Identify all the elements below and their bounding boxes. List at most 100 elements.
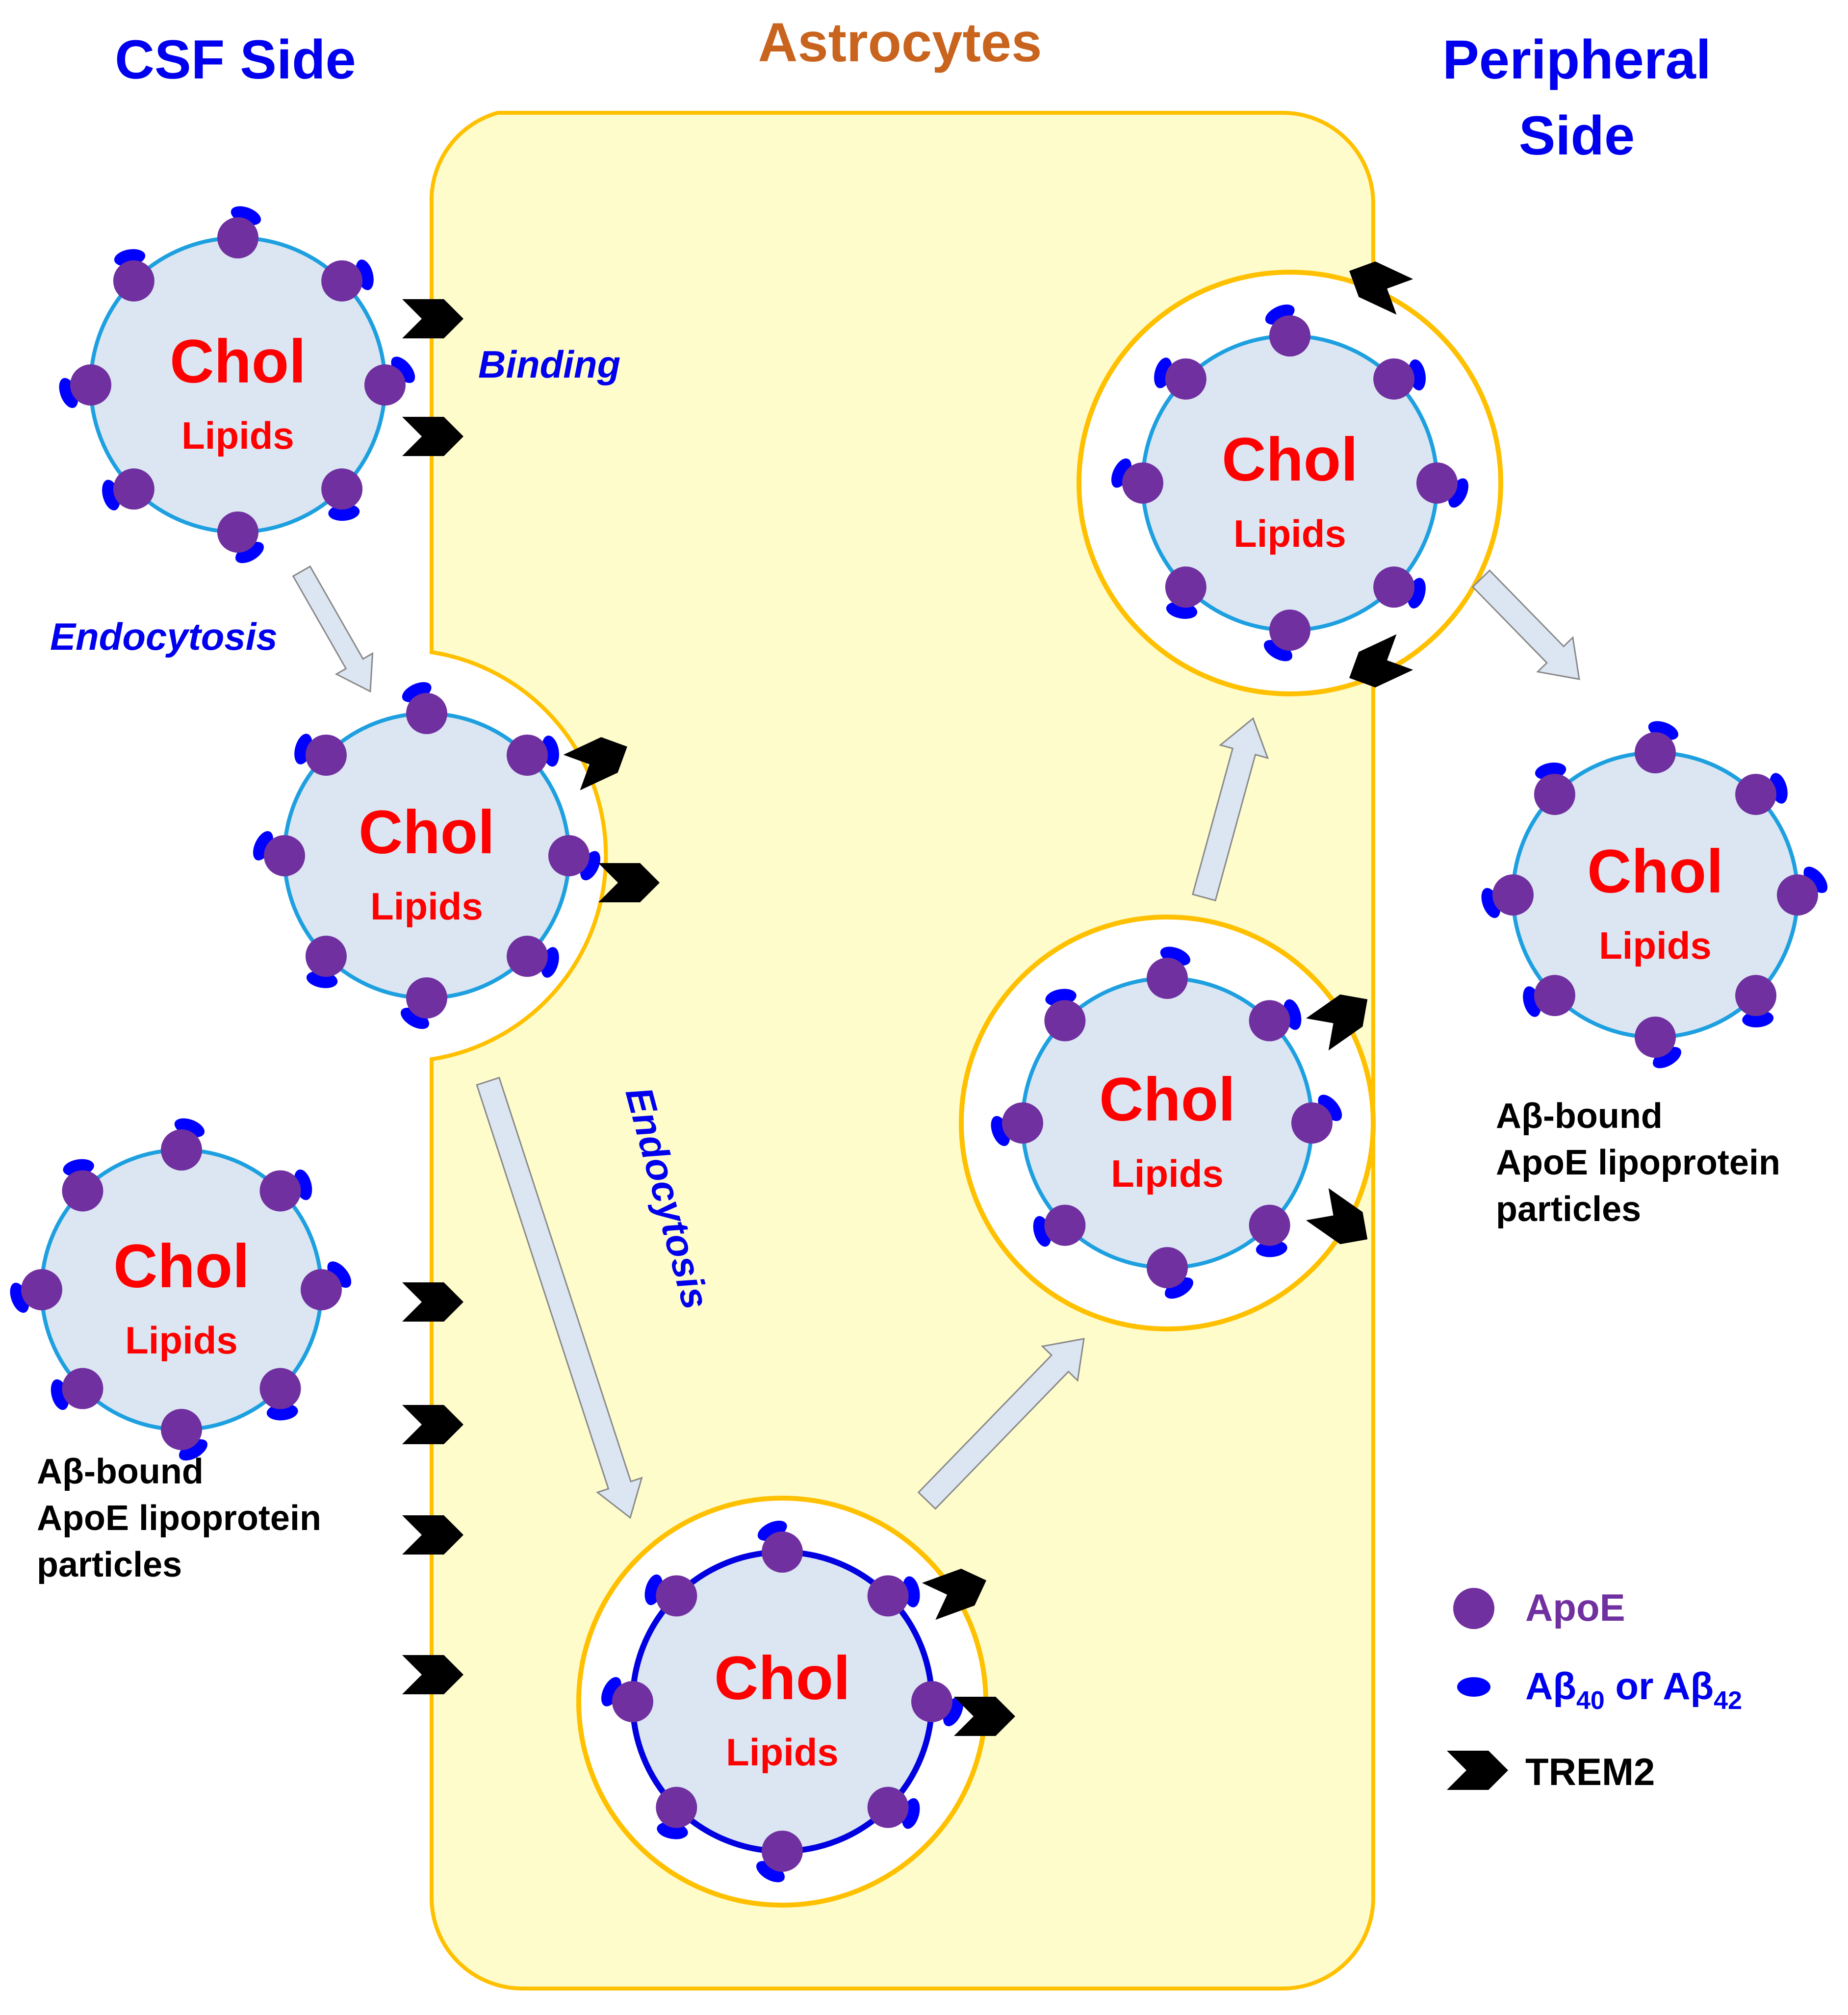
peripheral-side-header-line2: Side [1519, 105, 1635, 166]
apoe-dot-icon [62, 1368, 103, 1409]
lipids-label: Lipids [1599, 924, 1712, 967]
trem2-chevron-icon [402, 1282, 463, 1322]
apoe-dot-icon [548, 835, 590, 876]
svg-text:particles: particles [37, 1545, 182, 1584]
caption-right: Aβ-bound ApoE lipoprotein particles [1496, 1097, 1780, 1229]
arrow-recycling-to-exocytosis [1192, 717, 1269, 902]
process-arrows [292, 565, 1580, 1519]
lipids-label: Lipids [370, 885, 483, 928]
apoe-dot-icon [1269, 315, 1310, 357]
trem2-chevron-icon [1349, 261, 1413, 315]
apoe-dot-icon [867, 1786, 909, 1828]
svg-text:ApoE lipoprotein: ApoE lipoprotein [37, 1499, 321, 1538]
svg-text:Aβ-bound: Aβ-bound [37, 1452, 204, 1491]
abeta-oval-icon [1653, 1046, 1681, 1069]
chol-label: Chol [1587, 838, 1723, 906]
apoe-dot-icon [1147, 1247, 1188, 1288]
apoe-dot-icon [62, 1170, 103, 1212]
apoe-dot-icon [1165, 358, 1206, 400]
trem2-chevron-icon [922, 1568, 987, 1620]
apoe-dot-icon [305, 734, 347, 776]
apoe-dot-icon [301, 1269, 342, 1310]
apoe-dot-icon [406, 977, 447, 1019]
apoe-dot-icon [1147, 958, 1188, 999]
apoe-dot-icon [1165, 566, 1206, 608]
abeta-oval-icon [756, 1861, 785, 1883]
apoe-dot-icon [264, 835, 305, 876]
trem2-group [402, 261, 1413, 1736]
trem2-chevron-icon [1447, 1751, 1508, 1790]
apoe-dot-icon [364, 364, 406, 406]
apoe-dot-icon [1249, 1204, 1290, 1246]
lipids-label: Lipids [1233, 512, 1346, 555]
apoe-dot-icon [1373, 358, 1415, 400]
apoe-dot-icon [507, 936, 548, 977]
apoe-dot-icon [1044, 1204, 1086, 1246]
abeta-oval-icon [1803, 867, 1828, 893]
chol-label: Chol [113, 1232, 250, 1301]
apoe-dot-icon [1635, 1017, 1676, 1058]
apoe-dot-icon [305, 936, 347, 977]
trem2-chevron-icon [402, 1405, 463, 1444]
vesicle-budding-membrane [431, 650, 608, 1061]
apoe-dot-icon [612, 1681, 653, 1722]
legend-abeta-label: Aβ40 or Aβ42 [1525, 1664, 1742, 1715]
abeta-oval-icon [401, 1007, 429, 1029]
apoe-dot-icon [1373, 566, 1415, 608]
trem2-chevron-icon [402, 1515, 463, 1555]
apoe-dot-icon [113, 468, 154, 510]
apoe-dot-icon [1269, 610, 1310, 651]
apoe-dot-icon [656, 1786, 697, 1828]
apoe-dot-icon [1635, 732, 1676, 773]
trem2-chevron-icon [402, 417, 463, 456]
apoe-dot-icon [321, 468, 363, 510]
trem2-chevron-icon [1306, 1188, 1368, 1245]
apoe-dot-icon [1453, 1588, 1494, 1629]
apoe-dot-icon [70, 364, 111, 406]
apoe-dot-icon [1416, 462, 1458, 504]
apoe-dot-icon [1044, 1000, 1086, 1042]
apoe-dot-icon [113, 260, 154, 302]
particle-group: CholLipidsCholLipidsCholLipidsCholLipids… [10, 206, 1828, 1883]
arrow-exocytosis-to-periphery [1471, 569, 1580, 680]
abeta-oval-icon [235, 541, 264, 563]
abeta-oval-icon [179, 1439, 207, 1461]
apoe-dot-icon [161, 1409, 202, 1450]
arrow-endocytosis-to-bud [292, 565, 374, 693]
abeta-oval-icon [1318, 1095, 1342, 1121]
abeta-oval-icon [327, 1261, 352, 1288]
trem2-chevron-icon [954, 1697, 1015, 1736]
legend-trem2-label: TREM2 [1525, 1750, 1655, 1793]
apoe-dot-icon [762, 1831, 803, 1872]
apoe-dot-icon [1777, 874, 1818, 916]
abeta-oval-icon [1165, 1277, 1193, 1299]
abeta-oval-icon [1457, 1677, 1490, 1697]
apoe-dot-icon [217, 217, 258, 258]
apoe-dot-icon [1534, 975, 1575, 1017]
apoe-dot-icon [21, 1269, 62, 1310]
apoe-dot-icon [321, 260, 363, 302]
apoe-dot-icon [1291, 1102, 1333, 1144]
astrocytes-header: Astrocytes [758, 12, 1042, 73]
svg-text:particles: particles [1496, 1190, 1641, 1229]
arrow-endosome-to-recycling [917, 1338, 1085, 1510]
chol-label: Chol [1099, 1066, 1235, 1134]
caption-left: Aβ-bound ApoE lipoprotein particles [37, 1452, 321, 1584]
apoe-dot-icon [1735, 773, 1777, 815]
apoe-dot-icon [1002, 1102, 1043, 1144]
abeta-oval-icon [1264, 639, 1292, 662]
lipids-label: Lipids [1111, 1152, 1224, 1195]
apoe-dot-icon [1492, 874, 1534, 916]
apoe-dot-icon [911, 1681, 952, 1722]
apoe-dot-icon [217, 511, 258, 553]
chol-label: Chol [170, 328, 306, 396]
csf-side-header: CSF Side [115, 29, 356, 90]
trem2-chevron-icon [1306, 994, 1368, 1051]
legend: ApoE Aβ40 or Aβ42 TREM2 [1447, 1586, 1742, 1793]
trem2-chevron-icon [563, 737, 627, 791]
peripheral-side-header-line1: Peripheral [1442, 29, 1711, 90]
